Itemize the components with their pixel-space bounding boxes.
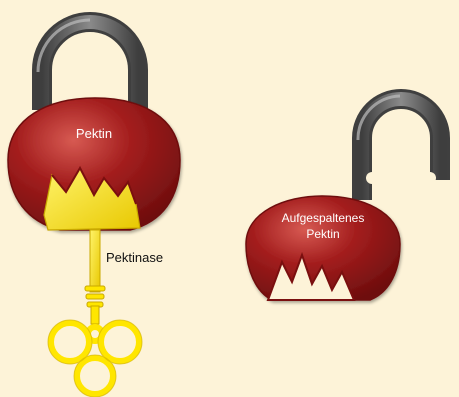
key-label: Pektinase bbox=[106, 250, 163, 265]
key-shaft bbox=[90, 230, 100, 292]
locked-padlock: Pektin bbox=[8, 20, 180, 230]
open-lock-label-line1: Aufgespaltenes bbox=[282, 211, 365, 225]
opened-padlock: Aufgespaltenes Pektin bbox=[246, 96, 440, 300]
locked-lock-label: Pektin bbox=[76, 126, 112, 141]
key-bow bbox=[51, 323, 139, 394]
pectinase-key: Pektinase bbox=[48, 230, 163, 397]
open-lock-label-line2: Pektin bbox=[306, 227, 339, 241]
